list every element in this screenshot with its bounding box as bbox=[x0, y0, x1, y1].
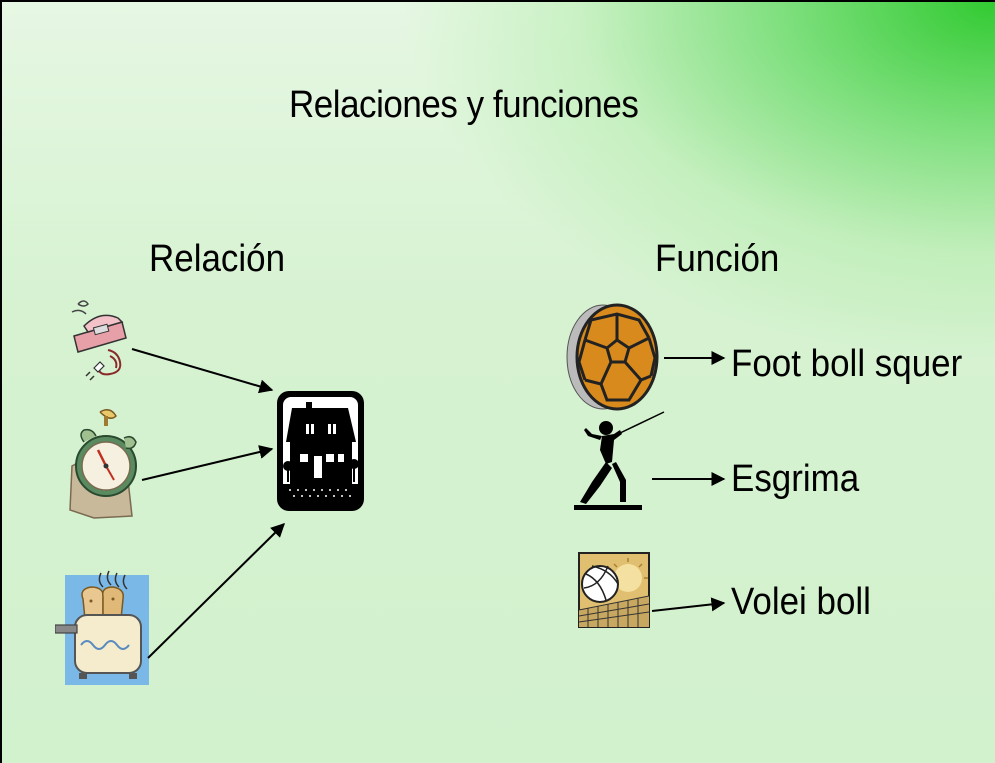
house-icon bbox=[277, 391, 364, 511]
function-label-volleyball: Volei boll bbox=[731, 581, 871, 623]
arrow-clock-to-house bbox=[141, 445, 274, 481]
relation-heading: Relación bbox=[149, 238, 286, 280]
arrow-iron-to-house bbox=[131, 348, 274, 394]
function-heading: Función bbox=[655, 238, 780, 280]
slide-title: Relaciones y funciones bbox=[289, 84, 639, 126]
function-label-fencing: Esgrima bbox=[731, 458, 860, 500]
clock-icon bbox=[69, 409, 137, 519]
arrow-volleyball-to-label bbox=[651, 597, 726, 612]
toaster-icon bbox=[55, 570, 149, 685]
volleyball-icon bbox=[578, 552, 650, 628]
function-label-soccer: Foot boll squer bbox=[731, 343, 963, 385]
soccer-ball-icon bbox=[566, 303, 659, 411]
fencer-icon bbox=[574, 411, 665, 510]
iron-icon bbox=[71, 300, 127, 381]
arrow-toaster-to-house bbox=[147, 523, 285, 659]
